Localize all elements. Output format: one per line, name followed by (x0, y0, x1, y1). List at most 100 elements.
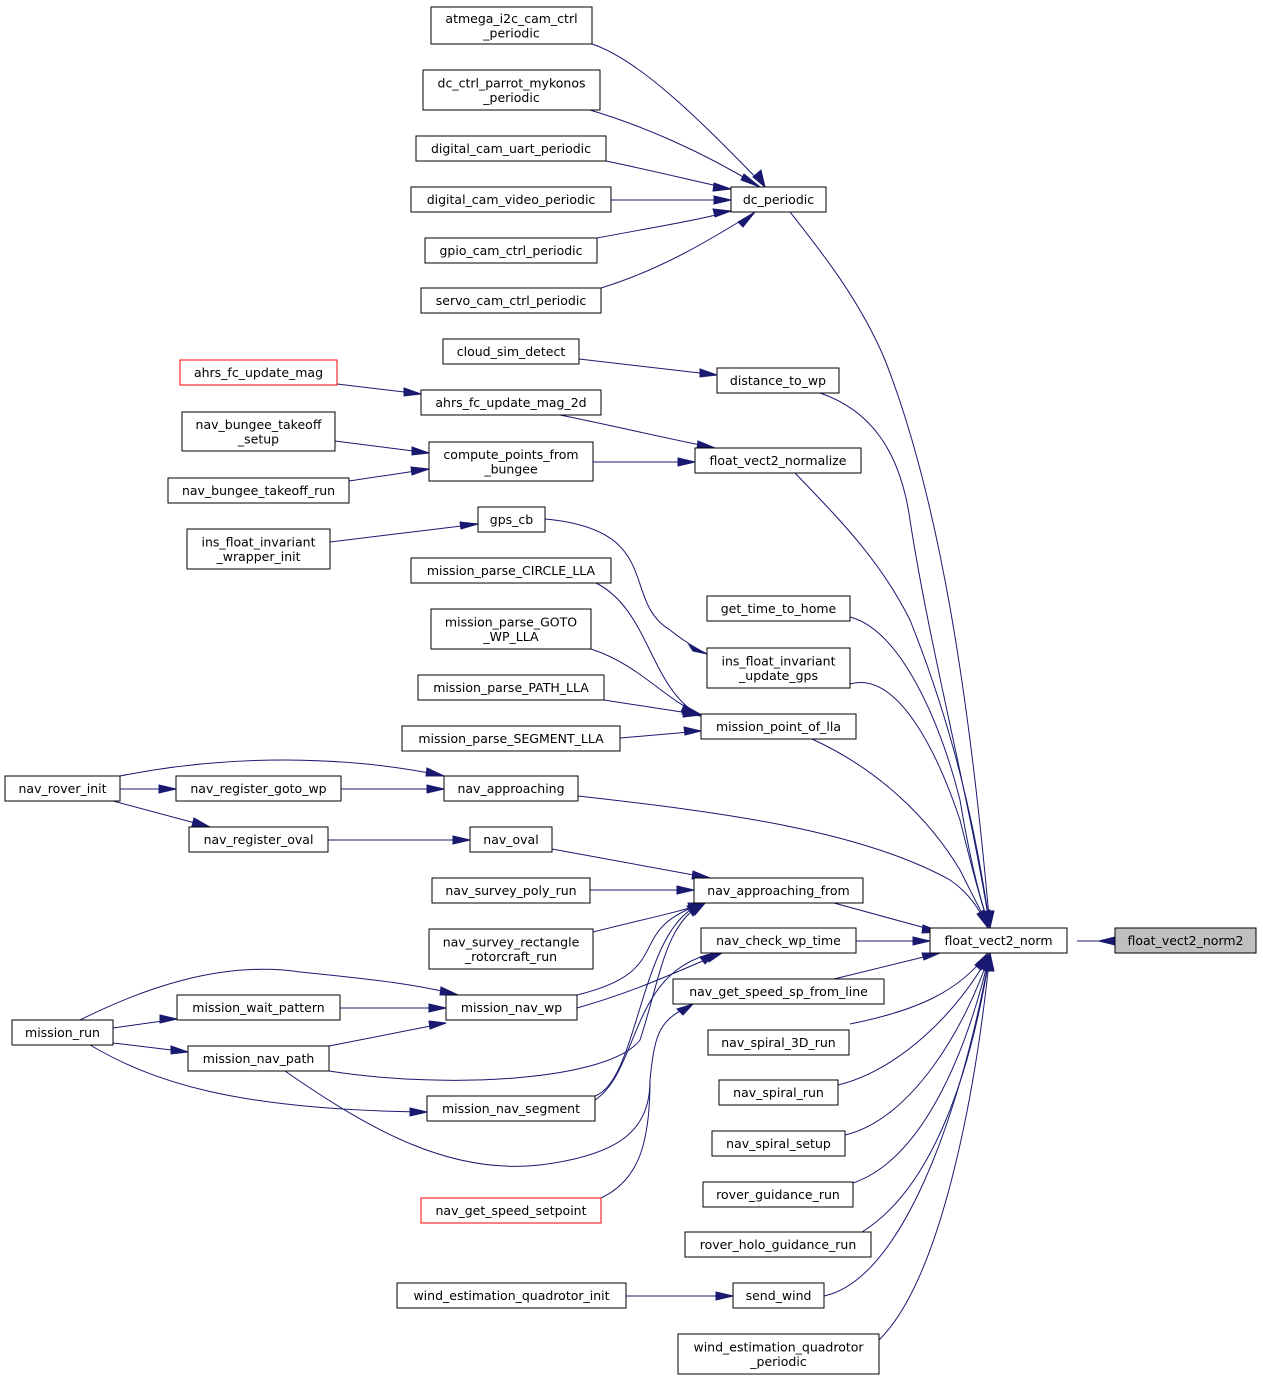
node-regwp[interactable]: nav_register_goto_wp (175, 775, 342, 802)
node-dcuart[interactable]: digital_cam_uart_periodic (415, 135, 607, 162)
node-box[interactable] (929, 927, 1068, 954)
node-fv2n2[interactable]: float_vect2_norm2 (1114, 927, 1257, 954)
node-box[interactable] (430, 6, 593, 45)
node-box[interactable] (188, 826, 329, 853)
node-fv2n[interactable]: float_vect2_norm (929, 927, 1068, 954)
node-box[interactable] (420, 287, 602, 314)
node-navappfrom[interactable]: nav_approaching_from (693, 877, 864, 904)
node-box[interactable] (706, 595, 851, 622)
node-box[interactable] (694, 447, 862, 474)
node-box[interactable] (167, 477, 350, 504)
node-box[interactable] (410, 186, 612, 213)
node-misnavseg[interactable]: mission_nav_segment (426, 1095, 596, 1122)
node-roverguid[interactable]: rover_guidance_run (702, 1181, 854, 1208)
node-dcvideo[interactable]: digital_cam_video_periodic (410, 186, 612, 213)
node-insgps[interactable]: ins_float_invariant_update_gps (706, 647, 851, 689)
node-box[interactable] (477, 506, 546, 533)
node-box[interactable] (711, 1130, 846, 1157)
node-box[interactable] (700, 927, 857, 954)
node-bungrun[interactable]: nav_bungee_takeoff_run (167, 477, 350, 504)
node-box[interactable] (730, 186, 827, 213)
node-box[interactable] (428, 441, 594, 482)
node-cpfb[interactable]: compute_points_from_bungee (428, 441, 594, 482)
node-navgssl[interactable]: nav_get_speed_sp_from_line (672, 978, 885, 1005)
node-box[interactable] (181, 411, 336, 452)
node-box[interactable] (732, 1282, 825, 1309)
node-box[interactable] (442, 338, 580, 365)
node-box[interactable] (4, 775, 121, 802)
node-ahrsmag[interactable]: ahrs_fc_update_mag (179, 359, 338, 386)
node-box[interactable] (186, 528, 331, 570)
node-box[interactable] (428, 928, 594, 970)
node-box[interactable] (430, 608, 592, 650)
node-dcper[interactable]: dc_periodic (730, 186, 827, 213)
node-misnavwp[interactable]: mission_nav_wp (445, 994, 578, 1021)
node-dist[interactable]: distance_to_wp (716, 367, 840, 394)
node-regoval[interactable]: nav_register_oval (188, 826, 329, 853)
node-spiralrun[interactable]: nav_spiral_run (718, 1079, 839, 1106)
node-box[interactable] (1114, 927, 1257, 954)
node-windper[interactable]: wind_estimation_quadrotor_periodic (677, 1333, 880, 1375)
node-box[interactable] (415, 135, 607, 162)
node-box[interactable] (716, 367, 840, 394)
node-box[interactable] (176, 994, 341, 1021)
node-mpol[interactable]: mission_point_of_lla (700, 713, 857, 740)
node-ahrsmag2d[interactable]: ahrs_fc_update_mag_2d (420, 389, 602, 416)
node-mpseg[interactable]: mission_parse_SEGMENT_LLA (401, 725, 621, 752)
node-box[interactable] (175, 775, 342, 802)
node-navoval[interactable]: nav_oval (469, 826, 553, 853)
node-box[interactable] (420, 1197, 602, 1224)
node-mpcircle[interactable]: mission_parse_CIRCLE_LLA (410, 557, 612, 584)
node-box[interactable] (672, 978, 885, 1005)
node-box[interactable] (401, 725, 621, 752)
node-cloud[interactable]: cloud_sim_detect (442, 338, 580, 365)
node-box[interactable] (684, 1231, 872, 1258)
node-box[interactable] (702, 1181, 854, 1208)
node-box[interactable] (422, 69, 601, 111)
node-atmega[interactable]: atmega_i2c_cam_ctrl_periodic (430, 6, 593, 45)
node-box[interactable] (187, 1045, 330, 1072)
node-box[interactable] (677, 1333, 880, 1375)
node-box[interactable] (396, 1282, 627, 1309)
node-spiralsetup[interactable]: nav_spiral_setup (711, 1130, 846, 1157)
node-spiral3d[interactable]: nav_spiral_3D_run (707, 1029, 850, 1056)
node-box[interactable] (417, 674, 605, 701)
node-misnavpath[interactable]: mission_nav_path (187, 1045, 330, 1072)
node-dcparrot[interactable]: dc_ctrl_parrot_mykonos_periodic (422, 69, 601, 111)
node-gpiocam[interactable]: gpio_cam_ctrl_periodic (424, 237, 598, 264)
node-fvn[interactable]: float_vect2_normalize (694, 447, 862, 474)
node-box[interactable] (700, 713, 857, 740)
node-rover[interactable]: nav_rover_init (4, 775, 121, 802)
node-box[interactable] (707, 1029, 850, 1056)
node-box[interactable] (424, 237, 598, 264)
node-sendwind[interactable]: send_wind (732, 1282, 825, 1309)
node-roverholo[interactable]: rover_holo_guidance_run (684, 1231, 872, 1258)
node-insinit[interactable]: ins_float_invariant_wrapper_init (186, 528, 331, 570)
node-navchk[interactable]: nav_check_wp_time (700, 927, 857, 954)
node-gpscb[interactable]: gps_cb (477, 506, 546, 533)
node-miswait[interactable]: mission_wait_pattern (176, 994, 341, 1021)
node-bungsetup[interactable]: nav_bungee_takeoff_setup (181, 411, 336, 452)
node-survpoly[interactable]: nav_survey_poly_run (431, 877, 591, 904)
node-box[interactable] (179, 359, 338, 386)
node-misrun[interactable]: mission_run (11, 1019, 114, 1046)
node-mpgoto[interactable]: mission_parse_GOTO_WP_LLA (430, 608, 592, 650)
node-survrect[interactable]: nav_survey_rectangle_rotorcraft_run (428, 928, 594, 970)
node-box[interactable] (431, 877, 591, 904)
node-box[interactable] (420, 389, 602, 416)
node-servocam[interactable]: servo_cam_ctrl_periodic (420, 287, 602, 314)
node-box[interactable] (443, 775, 579, 802)
node-navapp[interactable]: nav_approaching (443, 775, 579, 802)
node-box[interactable] (718, 1079, 839, 1106)
node-box[interactable] (11, 1019, 114, 1046)
node-box[interactable] (410, 557, 612, 584)
node-box[interactable] (445, 994, 578, 1021)
node-gth[interactable]: get_time_to_home (706, 595, 851, 622)
node-box[interactable] (469, 826, 553, 853)
node-navgss[interactable]: nav_get_speed_setpoint (420, 1197, 602, 1224)
node-box[interactable] (693, 877, 864, 904)
node-mppath[interactable]: mission_parse_PATH_LLA (417, 674, 605, 701)
node-box[interactable] (706, 647, 851, 689)
node-windinit[interactable]: wind_estimation_quadrotor_init (396, 1282, 627, 1309)
node-box[interactable] (426, 1095, 596, 1122)
